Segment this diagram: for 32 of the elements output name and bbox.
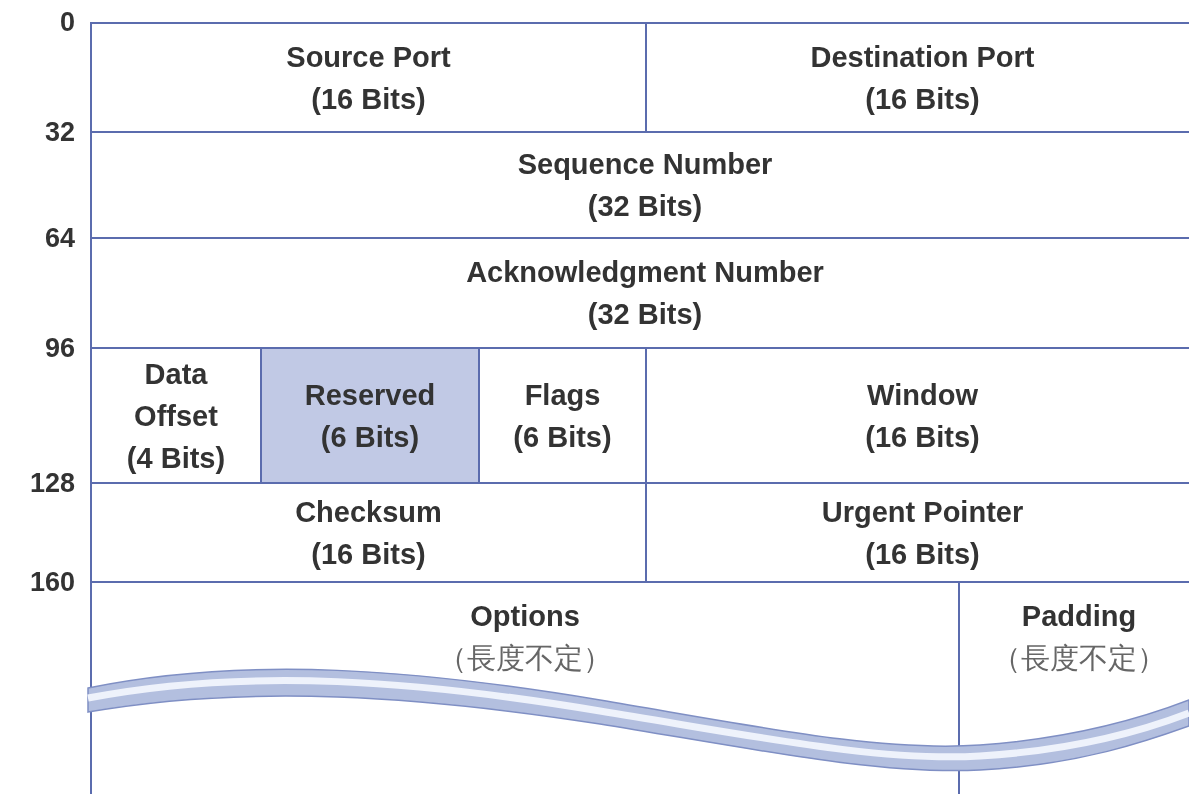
- field-size: (6 Bits): [320, 419, 420, 455]
- field-name: Window: [867, 377, 978, 413]
- field-name: Flags: [524, 377, 601, 413]
- field-name: Urgent Pointer: [821, 494, 1024, 530]
- field-size: (16 Bits): [865, 536, 980, 572]
- field-name: Checksum: [295, 494, 442, 530]
- bit-offset-label: 96: [43, 333, 75, 363]
- field-size: （長度不定）: [992, 641, 1166, 676]
- field-size: (32 Bits): [587, 297, 703, 332]
- bit-offset-label: 128: [28, 468, 75, 498]
- table-cell: [90, 22, 647, 133]
- field-name: Padding: [1021, 599, 1137, 634]
- field-size: (4 Bits): [126, 440, 226, 476]
- bit-offset-label: 0: [58, 7, 75, 37]
- field-size: (16 Bits): [311, 81, 426, 117]
- field-size: (16 Bits): [311, 536, 426, 572]
- field-size: (32 Bits): [587, 189, 703, 224]
- field-name: Reserved: [304, 377, 436, 413]
- field-name: Data Offset: [133, 356, 219, 434]
- field-size: (16 Bits): [865, 419, 980, 455]
- field-size: （長度不定）: [438, 641, 612, 676]
- field-size: (6 Bits): [513, 419, 612, 455]
- field-name: Destination Port: [810, 39, 1035, 75]
- field-size: (16 Bits): [865, 81, 980, 117]
- bit-offset-label: 32: [43, 117, 75, 147]
- field-name: Sequence Number: [517, 147, 773, 182]
- field-name: Options: [470, 599, 580, 634]
- bit-offset-label: 160: [28, 567, 75, 597]
- field-name: Source Port: [286, 39, 451, 75]
- field-name: Acknowledgment Number: [466, 255, 824, 290]
- bit-offset-label: 64: [43, 223, 75, 253]
- table-cell: [260, 347, 480, 484]
